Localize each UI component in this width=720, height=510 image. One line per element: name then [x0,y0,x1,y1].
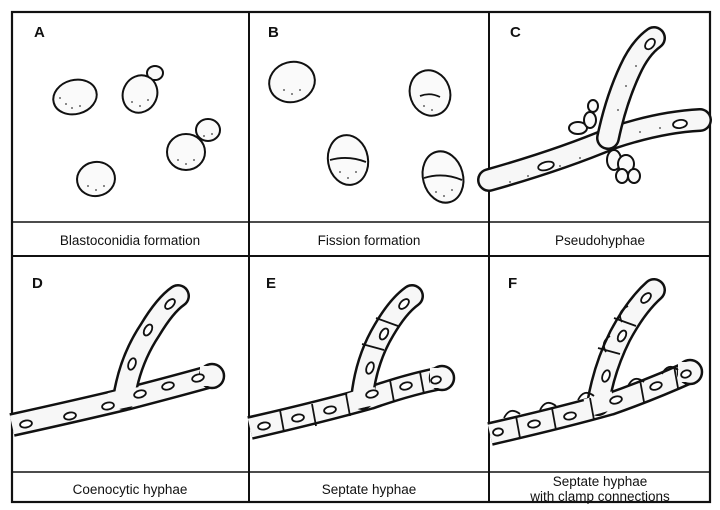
panel-d-caption: Coenocytic hyphae [73,482,188,497]
panel-a-letter: A [34,24,45,41]
panel-b-illustration [265,57,469,208]
panel-grid [12,12,710,502]
panel-f-letter: F [508,275,517,292]
panel-f-illustration [490,290,702,438]
panel-e-illustration [250,296,454,432]
panel-d-letter: D [32,275,43,292]
panel-d-illustration [12,296,224,428]
panel-e-caption: Septate hyphae [322,482,417,497]
panel-c-illustration [489,37,700,183]
panel-a-illustration [49,66,220,199]
panel-c-letter: C [510,24,521,41]
panel-e-letter: E [266,275,276,292]
panel-f-caption-line-2: with clamp connections [529,489,670,504]
panel-b-caption: Fission formation [318,233,421,248]
panel-f-caption-line-1: Septate hyphae [553,474,648,489]
panel-b-letter: B [268,24,279,41]
panel-a-caption: Blastoconidia formation [60,233,200,248]
panel-c-caption: Pseudohyphae [555,233,645,248]
